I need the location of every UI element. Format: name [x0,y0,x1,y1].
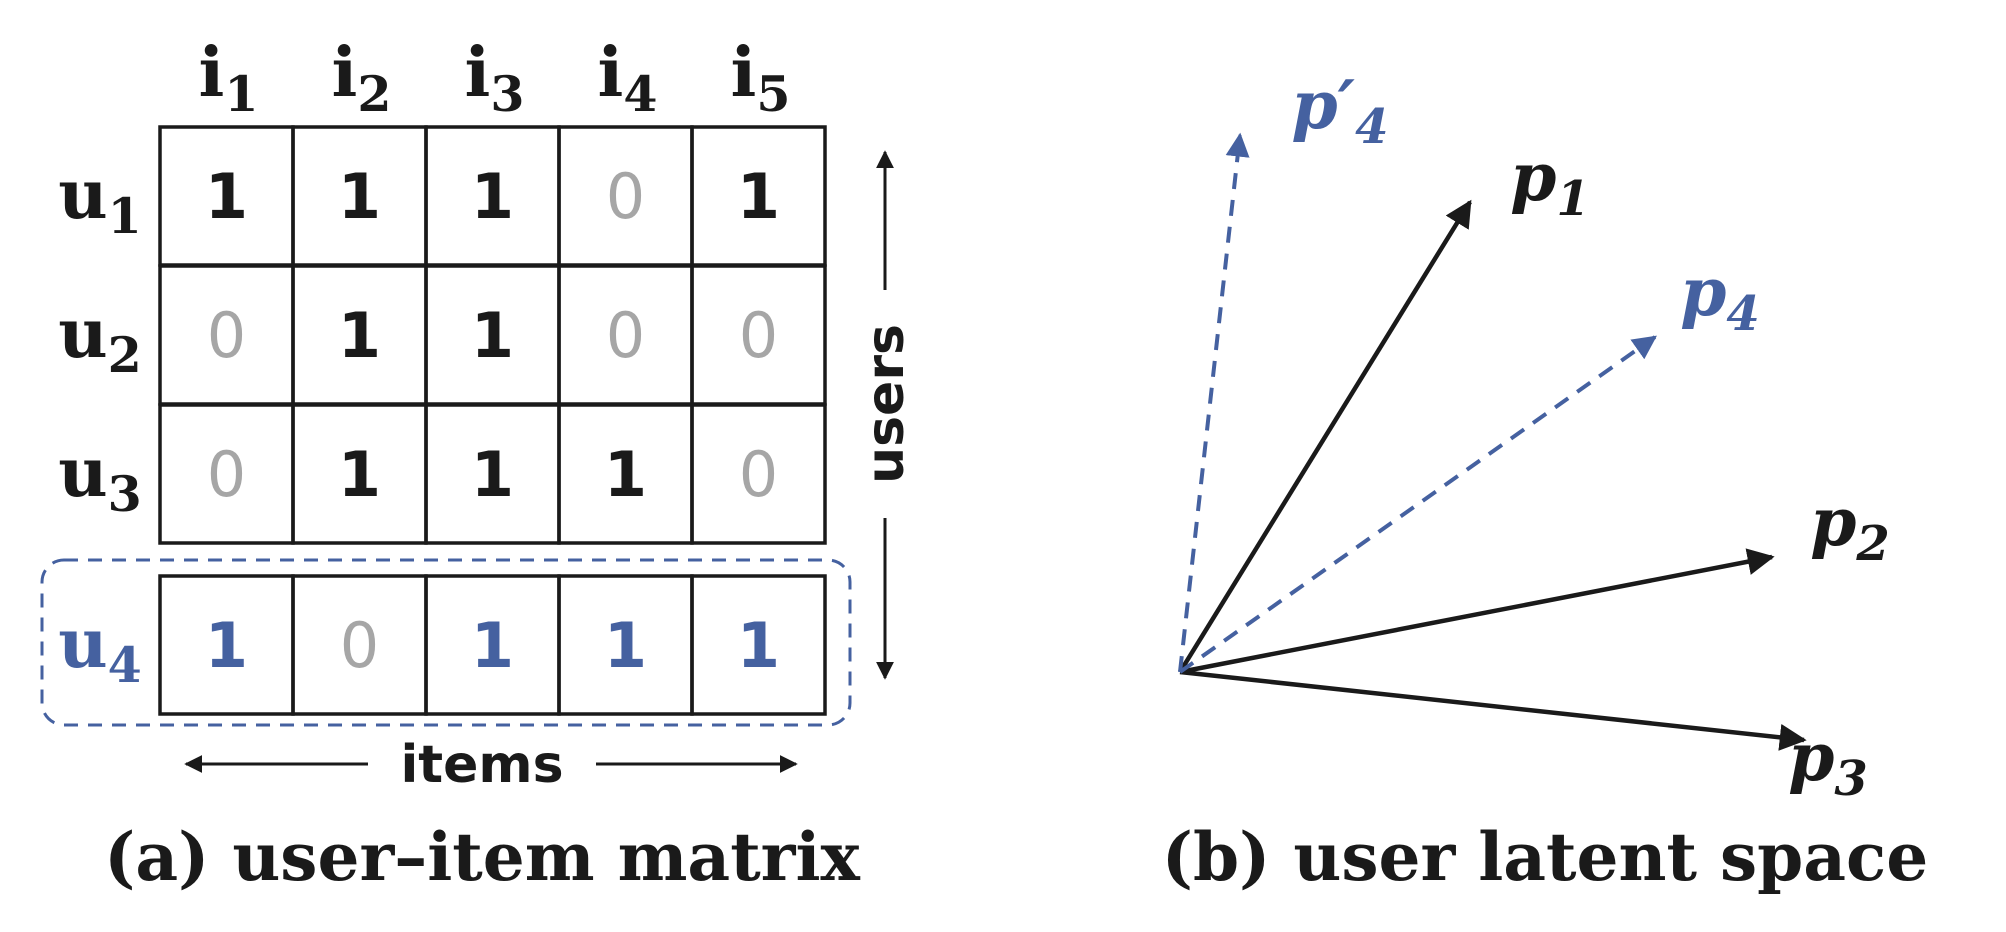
user-label-1-subscript: 1 [108,187,142,245]
items-axis: items [184,735,798,795]
item-header-3: i3 [465,33,525,123]
user-label-3-subscript: 3 [108,465,142,523]
matrix-cell-value: 0 [606,160,645,233]
vector-label-1: p1 [1510,138,1590,227]
vector-label-1-base: p [1510,138,1556,216]
vector-label-4-base: p [1680,253,1726,331]
vector-label-2: p2 [1810,483,1890,572]
matrix-cell-value: 1 [604,438,647,511]
matrix-row-1: 1 1 1 0 1 [158,125,827,267]
vector-arrow-3 [1179,669,1807,751]
item-header-1-subscript: 1 [224,65,258,123]
matrix-cell-value: 1 [338,160,381,233]
matrix-cell-value: 1 [737,609,780,682]
matrix-cell-value: 1 [338,438,381,511]
matrix-row-3: 0 1 1 1 0 [158,403,827,545]
vector-arrow-1 [1178,199,1472,674]
user-label-2: u2 [58,294,142,384]
vector-label-3-subscript: 3 [1834,751,1867,807]
matrix-cell [690,574,827,716]
matrix-cell-value: 1 [471,299,514,372]
vector-arrow-4 [1178,335,1657,674]
matrix-cell-value: 1 [471,160,514,233]
user-label-3-base: u [58,433,107,513]
matrix-row-4: 1 0 1 1 1 [158,574,827,716]
matrix-cell-value: 1 [471,609,514,682]
user-label-4-subscript: 4 [108,636,142,694]
item-header-1: i1 [199,33,259,123]
matrix-cell-value: 1 [604,609,647,682]
item-header-3-subscript: 3 [490,65,524,123]
matrix-cell [690,403,827,545]
matrix-cell-value: 1 [471,438,514,511]
matrix-cell-value: 1 [205,609,248,682]
user-label-4: u4 [58,604,142,694]
matrix-cell-value: 1 [205,160,248,233]
vector-arrow-2 [1179,548,1775,675]
vector-label-4: p4 [1680,253,1760,342]
vector-label-4-subscript: 4 [1726,286,1759,342]
item-header-1-base: i [199,33,225,113]
highlight-box-u4 [40,558,852,727]
user-label-2-subscript: 2 [108,326,142,384]
item-header-5-base: i [731,33,757,113]
users-axis-label: users [856,324,916,484]
vector-label-5-prime: ′ [1338,66,1355,144]
vector-arrow-5 [1178,132,1250,673]
matrix-cell-value: 0 [207,438,246,511]
user-label-4-base: u [58,604,107,684]
matrix-cell-value: 0 [739,438,778,511]
item-header-5-subscript: 5 [756,65,790,123]
vector-label-5: p′4 [1292,66,1389,155]
item-header-2-subscript: 2 [357,65,391,123]
matrix-grid: 1 1 1 0 1 0 1 1 0 0 0 1 1 1 0 1 0 1 1 1 [158,125,827,716]
user-label-1: u1 [58,155,142,245]
item-header-4-base: i [598,33,624,113]
item-header-2-base: i [332,33,358,113]
caption-user-latent-space: (b) user latent space [1162,818,1928,896]
matrix-cell-value: 1 [737,160,780,233]
vector-label-1-subscript: 1 [1556,171,1589,227]
matrix-cell-value: 0 [340,609,379,682]
vector-label-3: p3 [1788,718,1868,807]
matrix-cell-value: 0 [207,299,246,372]
matrix-cell-value: 0 [739,299,778,372]
matrix-cell-value: 1 [338,299,381,372]
users-axis: users [856,150,916,680]
item-header-5: i5 [731,33,791,123]
vector-label-2-base: p [1810,483,1856,561]
vector-label-5-base: p [1292,66,1338,144]
matrix-row-2: 0 1 1 0 0 [158,264,827,406]
user-label-1-base: u [58,155,107,235]
item-header-2: i2 [332,33,392,123]
vector-label-5-subscript: 4 [1355,99,1388,155]
vector-label-3-base: p [1788,718,1834,796]
items-axis-label: items [400,735,563,795]
item-header-4-subscript: 4 [623,65,657,123]
user-label-3: u3 [58,433,142,523]
caption-user-item-matrix: (a) user–item matrix [104,818,860,896]
matrix-cell-value: 0 [606,299,645,372]
vector-label-2-subscript: 2 [1855,516,1889,572]
item-header-3-base: i [465,33,491,113]
user-label-2-base: u [58,294,107,374]
item-header-4: i4 [598,33,658,123]
